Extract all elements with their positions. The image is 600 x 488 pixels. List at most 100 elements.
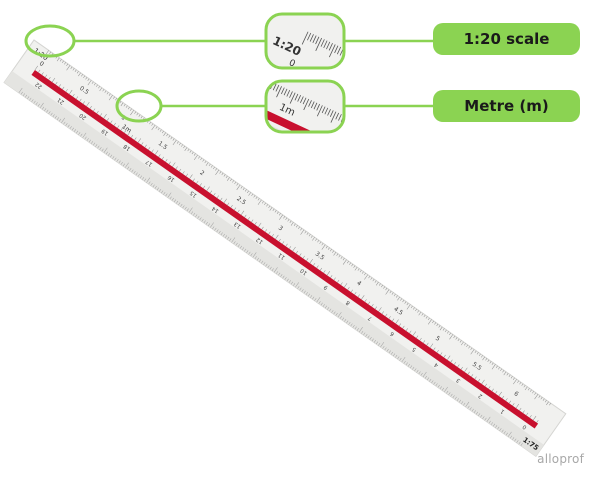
middle-tick bbox=[196, 180, 199, 184]
bottom-tick bbox=[490, 422, 493, 425]
top-tick bbox=[85, 77, 88, 80]
bottom-tick bbox=[316, 297, 321, 303]
ruler-bevel bbox=[4, 71, 544, 457]
top-edge-label: 1.5 bbox=[157, 140, 169, 151]
zoom-unit-tick bbox=[355, 122, 358, 128]
middle-tick bbox=[82, 101, 85, 104]
middle-tick bbox=[189, 174, 193, 179]
top-tick bbox=[549, 403, 551, 406]
top-tick bbox=[466, 344, 468, 348]
bottom-tick bbox=[516, 440, 519, 443]
middle-tick bbox=[275, 234, 279, 240]
top-tick bbox=[138, 114, 141, 117]
bottom-tick bbox=[105, 151, 108, 155]
middle-tick bbox=[199, 183, 202, 187]
middle-tick bbox=[484, 383, 488, 387]
top-tick bbox=[289, 220, 292, 223]
bottom-tick bbox=[380, 341, 385, 348]
bottom-tick bbox=[99, 147, 102, 150]
top-tick bbox=[234, 181, 237, 185]
top-tick bbox=[230, 178, 232, 182]
top-tick bbox=[64, 62, 66, 65]
zoom-scale-tick bbox=[334, 45, 339, 54]
top-tick bbox=[364, 272, 366, 276]
top-tick bbox=[66, 65, 71, 71]
top-tick bbox=[370, 277, 373, 280]
top-tick bbox=[127, 107, 130, 110]
bottom-tick bbox=[52, 114, 55, 117]
zoom-scale-tick bbox=[312, 35, 317, 43]
top-tick bbox=[56, 57, 60, 62]
top-tick bbox=[163, 132, 166, 136]
top-tick bbox=[532, 391, 534, 394]
bottom-tick bbox=[269, 266, 272, 270]
bottom-tick bbox=[507, 431, 512, 437]
bottom-tick bbox=[129, 168, 132, 171]
bottom-tick bbox=[310, 295, 313, 298]
middle-tick bbox=[113, 122, 116, 126]
top-tick bbox=[354, 266, 358, 271]
bottom-tick bbox=[271, 268, 274, 271]
bottom-tick bbox=[35, 102, 38, 105]
bottom-tick bbox=[93, 142, 96, 146]
top-tick bbox=[181, 144, 183, 147]
top-tick bbox=[242, 187, 245, 191]
top-tick bbox=[478, 353, 481, 357]
zoom-unit-tick bbox=[321, 106, 326, 114]
top-tick bbox=[98, 86, 100, 89]
zoom-unit-tick bbox=[329, 110, 334, 117]
zoom-scale-tick bbox=[309, 34, 314, 42]
top-tick bbox=[125, 105, 128, 108]
middle-tick bbox=[319, 267, 323, 271]
top-edge-label: 2.5 bbox=[235, 195, 247, 206]
bottom-tick bbox=[205, 221, 208, 225]
top-tick bbox=[438, 325, 441, 328]
zoom-unit-tick bbox=[352, 121, 355, 127]
middle-label: 7 bbox=[367, 314, 374, 321]
middle-tick bbox=[244, 214, 247, 218]
bottom-tick bbox=[229, 238, 232, 242]
bottom-tick bbox=[69, 126, 72, 129]
middle-tick bbox=[453, 362, 457, 365]
top-tick bbox=[521, 383, 524, 386]
bottom-tick bbox=[471, 408, 474, 412]
middle-tick bbox=[192, 178, 195, 182]
middle-tick bbox=[41, 72, 44, 75]
top-tick bbox=[236, 183, 239, 186]
zoom-unit-tick bbox=[275, 84, 280, 92]
top-tick bbox=[253, 195, 256, 198]
top-tick bbox=[327, 247, 330, 250]
top-tick bbox=[183, 145, 186, 149]
bottom-tick bbox=[278, 272, 281, 276]
bottom-tick bbox=[403, 360, 406, 364]
bottom-tick bbox=[433, 381, 436, 385]
bottom-tick bbox=[235, 242, 238, 246]
zoom-unit-tick bbox=[366, 127, 369, 133]
bottom-tick bbox=[29, 97, 32, 101]
top-tick bbox=[385, 287, 388, 291]
top-tick bbox=[459, 340, 462, 343]
top-tick bbox=[325, 246, 328, 249]
zoom-scale-tick bbox=[336, 46, 342, 55]
bottom-tick bbox=[114, 157, 117, 161]
top-tick bbox=[120, 102, 124, 107]
bottom-tick bbox=[284, 277, 287, 280]
bottom-tick bbox=[388, 350, 391, 354]
bottom-tick bbox=[171, 197, 174, 201]
middle-label: 22 bbox=[34, 81, 43, 90]
top-tick bbox=[87, 80, 92, 86]
middle-tick bbox=[179, 168, 182, 172]
top-tick bbox=[321, 243, 324, 246]
top-tick bbox=[446, 331, 449, 334]
unit-zoom-frame bbox=[264, 79, 346, 134]
middle-tick bbox=[357, 294, 360, 298]
middle-tick bbox=[103, 114, 107, 119]
bottom-tick bbox=[233, 241, 236, 245]
top-tick bbox=[191, 151, 194, 155]
middle-label: 15 bbox=[189, 189, 199, 198]
top-tick bbox=[361, 271, 364, 274]
bottom-tick bbox=[437, 384, 440, 388]
bottom-tick bbox=[101, 148, 104, 152]
top-tick bbox=[76, 71, 79, 74]
bottom-tick bbox=[486, 416, 491, 422]
